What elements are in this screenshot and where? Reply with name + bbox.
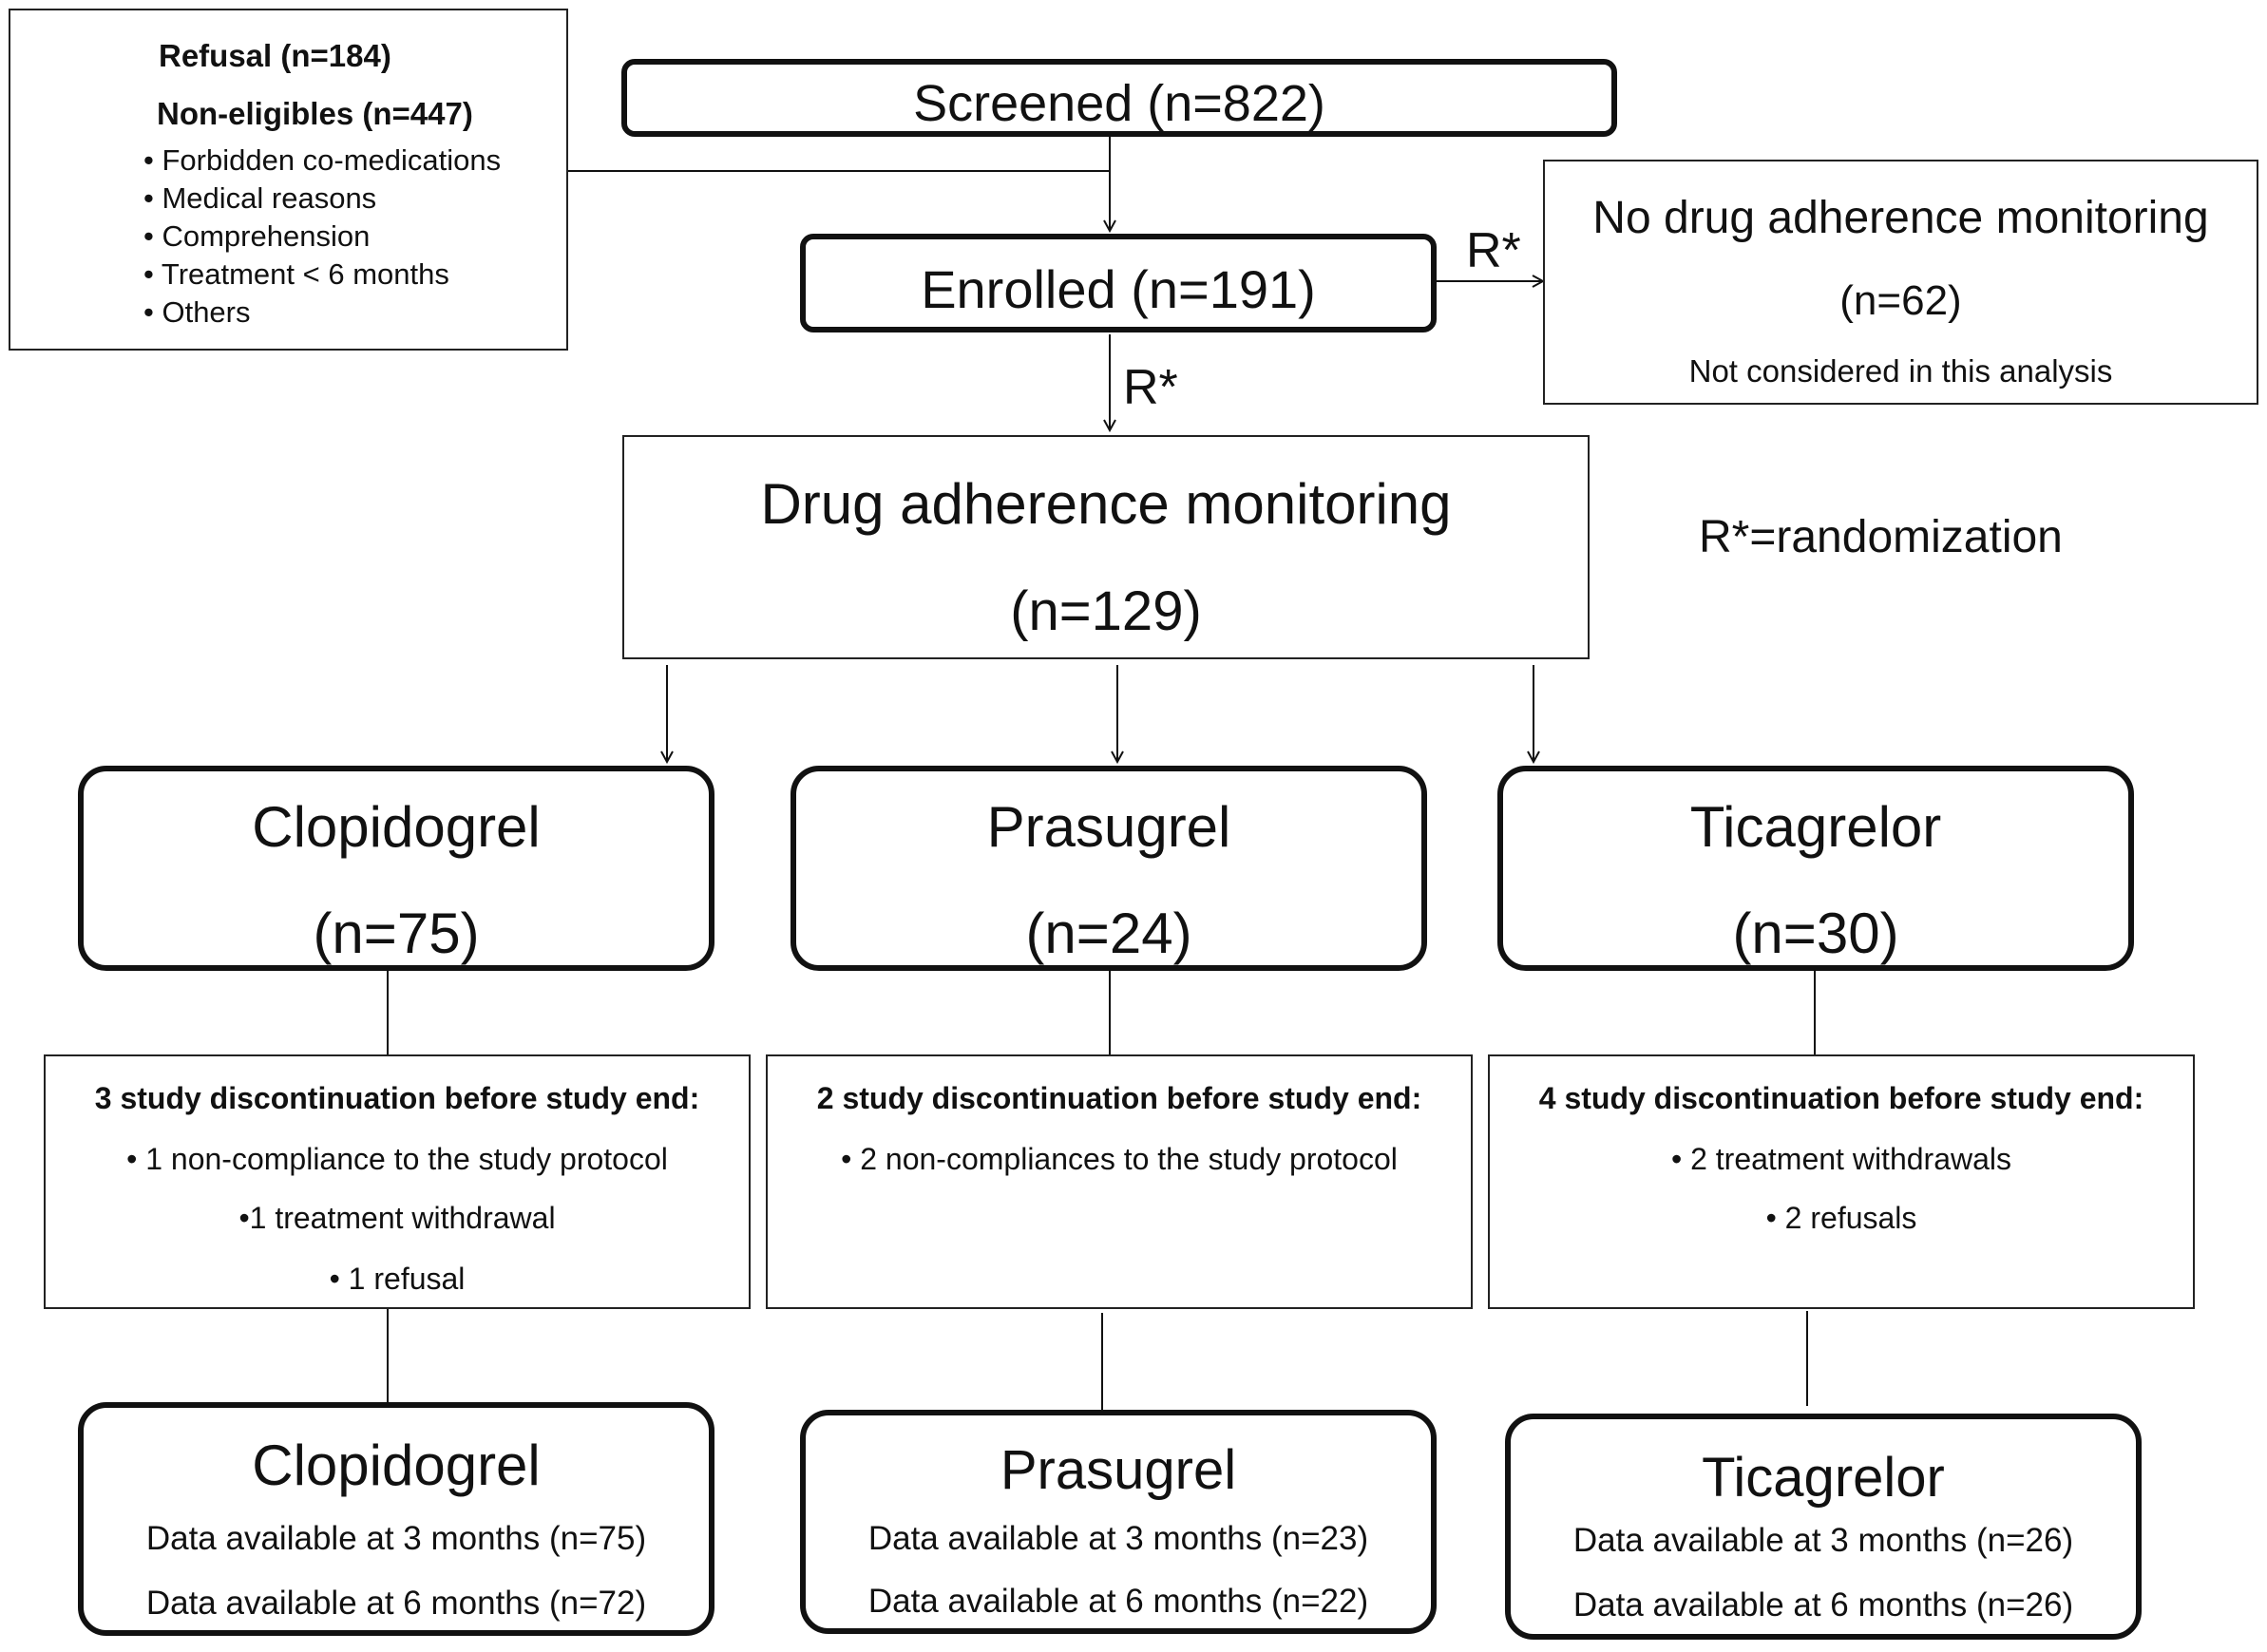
discontinuation-prasugrel-box: 2 study discontinuation before study end… (766, 1054, 1473, 1309)
discontinuation-item: • 2 non-compliances to the study protoco… (841, 1142, 1398, 1176)
enrolled-label: Enrolled (n=191) (921, 259, 1316, 319)
outcome-6-months: Data available at 6 months (n=22) (867, 1583, 1369, 1620)
outcome-6-months: Data available at 6 months (n=72) (145, 1585, 647, 1622)
no-monitoring-title: No drug adherence monitoring (1592, 193, 2209, 243)
refusal-count: Refusal (n=184) (159, 38, 391, 73)
reason-item: • Others (143, 295, 251, 329)
outcome-clopidogrel-box: Clopidogrel Data available at 3 months (… (78, 1402, 714, 1636)
screened-box: Screened (n=822) (621, 59, 1617, 137)
arm-count: (n=30) (1732, 902, 1899, 965)
no-monitoring-note: Not considered in this analysis (1688, 353, 2113, 389)
monitoring-count: (n=129) (1010, 580, 1202, 642)
randomization-legend: R*=randomization (1699, 512, 2063, 562)
arm-clopidogrel-box: Clopidogrel (n=75) (78, 766, 714, 971)
outcome-name: Ticagrelor (1702, 1447, 1945, 1509)
outcome-name: Clopidogrel (252, 1434, 541, 1497)
no-monitoring-box: No drug adherence monitoring (n=62) Not … (1543, 160, 2258, 405)
monitoring-title: Drug adherence monitoring (760, 472, 1452, 536)
randomization-mark-right: R* (1466, 223, 1521, 278)
arm-name: Prasugrel (986, 795, 1231, 859)
arm-count: (n=75) (313, 902, 480, 965)
discontinuation-item: • 2 refusals (1765, 1201, 1917, 1235)
non-eligible-reasons-list: • Forbidden co-medications • Medical rea… (143, 142, 501, 332)
outcome-3-months: Data available at 3 months (n=75) (145, 1520, 647, 1557)
no-monitoring-count: (n=62) (1839, 277, 1962, 324)
outcome-name: Prasugrel (1000, 1439, 1237, 1501)
arm-ticagrelor-box: Ticagrelor (n=30) (1497, 766, 2134, 971)
reason-item: • Medical reasons (143, 181, 377, 215)
discontinuation-clopidogrel-box: 3 study discontinuation before study end… (44, 1054, 751, 1309)
randomization-mark-down: R* (1123, 360, 1178, 415)
reason-item: • Forbidden co-medications (143, 143, 502, 177)
enrolled-box: Enrolled (n=191) (800, 234, 1437, 332)
discontinuation-title: 3 study discontinuation before study end… (94, 1081, 700, 1115)
discontinuation-item: • 1 refusal (329, 1262, 466, 1296)
outcome-3-months: Data available at 3 months (n=26) (1572, 1522, 2074, 1559)
reason-item: • Comprehension (143, 219, 371, 253)
discontinuation-item: •1 treatment withdrawal (238, 1201, 556, 1235)
outcome-prasugrel-box: Prasugrel Data available at 3 months (n=… (800, 1410, 1437, 1634)
discontinuation-item: • 2 treatment withdrawals (1670, 1142, 2011, 1176)
reason-item: • Treatment < 6 months (143, 257, 449, 291)
outcome-ticagrelor-box: Ticagrelor Data available at 3 months (n… (1505, 1414, 2142, 1640)
arm-prasugrel-box: Prasugrel (n=24) (791, 766, 1427, 971)
outcome-6-months: Data available at 6 months (n=26) (1572, 1586, 2074, 1624)
discontinuation-title: 4 study discontinuation before study end… (1538, 1081, 2144, 1115)
exclusions-box: Refusal (n=184) Non-eligibles (n=447) • … (9, 9, 568, 351)
arm-name: Clopidogrel (252, 795, 541, 859)
discontinuation-ticagrelor-box: 4 study discontinuation before study end… (1488, 1054, 2195, 1309)
non-eligibles-count: Non-eligibles (n=447) (157, 96, 473, 131)
arm-count: (n=24) (1025, 902, 1192, 965)
discontinuation-title: 2 study discontinuation before study end… (816, 1081, 1422, 1115)
monitoring-box: Drug adherence monitoring (n=129) (622, 435, 1590, 659)
arm-name: Ticagrelor (1689, 795, 1942, 859)
discontinuation-item: • 1 non-compliance to the study protocol (126, 1142, 668, 1176)
outcome-3-months: Data available at 3 months (n=23) (867, 1520, 1369, 1557)
screened-label: Screened (n=822) (913, 75, 1325, 132)
